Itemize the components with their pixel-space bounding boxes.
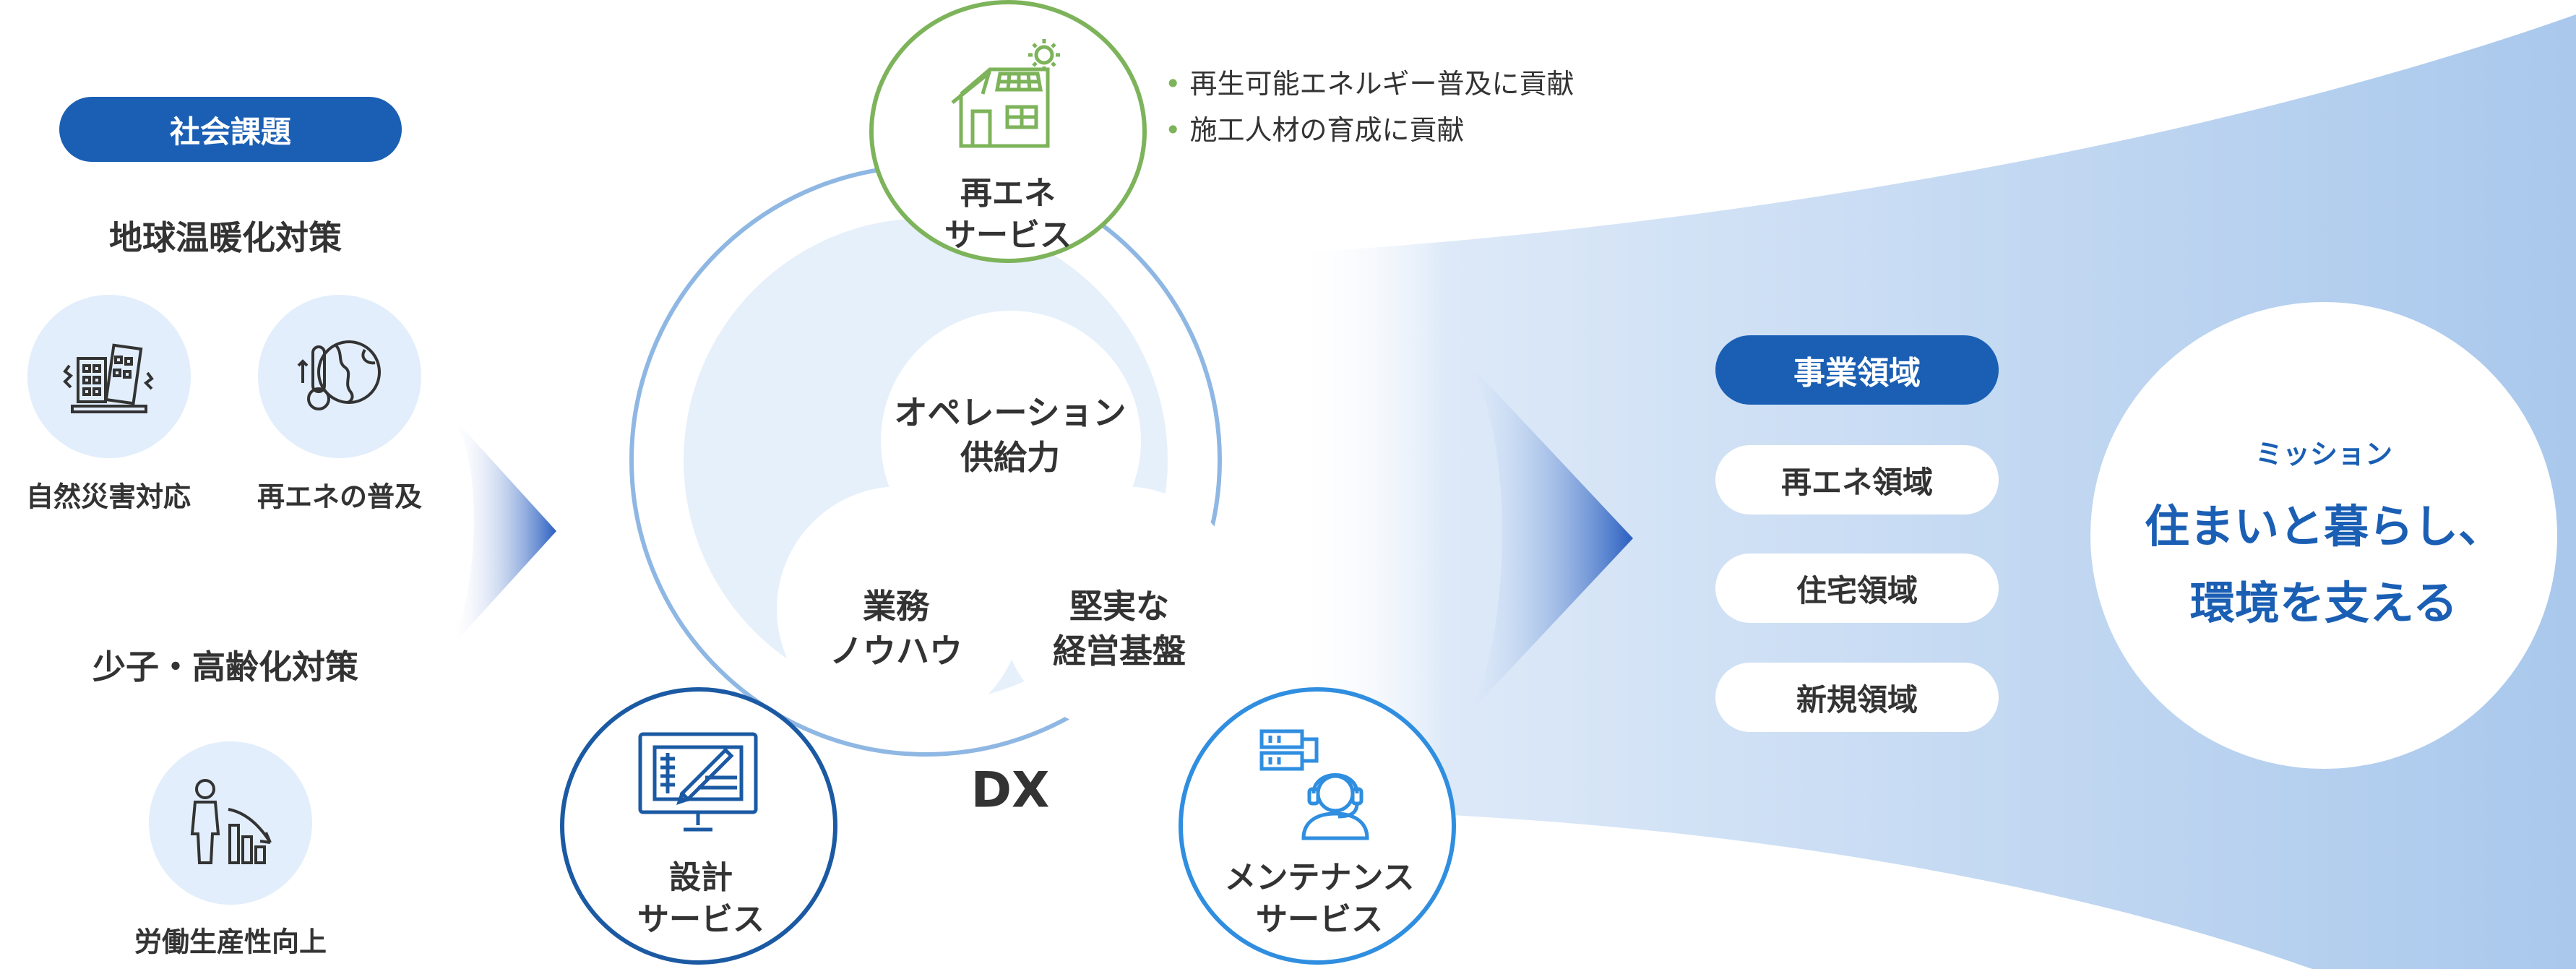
bullet-dot-icon: • [1165, 68, 1181, 100]
bullet-text: 施工人材の育成に貢献 [1189, 114, 1465, 146]
core-management-line1: 堅実な [1069, 587, 1169, 626]
bullet-item: • 施工人材の育成に貢献 [1165, 107, 1575, 153]
design-service-label: 設計 サービス [637, 857, 764, 941]
core-knowhow-line2: ノウハウ [830, 632, 962, 671]
support-headset-icon [1259, 729, 1369, 840]
maintenance-service-label: メンテナンス サービス [1224, 857, 1414, 941]
renewable-service-line1: 再エネ [960, 175, 1056, 212]
core-operation-line2: 供給力 [960, 438, 1060, 477]
core-knowhow-line1: 業務 [863, 587, 929, 626]
arrow-chevron-icon [448, 412, 556, 650]
heading-aging-society: 少子・高齢化対策 [92, 647, 358, 686]
label-renewable-spread: 再エネの普及 [257, 481, 423, 513]
maintenance-service-circle [1179, 687, 1456, 965]
renewable-icon-circle [258, 295, 421, 458]
thermometer-globe-icon [297, 340, 381, 410]
solar-house-icon [951, 39, 1060, 148]
renewable-service-label: 再エネ サービス [944, 173, 1072, 257]
heading-global-warming: 地球温暖化対策 [109, 218, 342, 257]
maintenance-service-line2: サービス [1256, 901, 1383, 938]
dx-label: DX [970, 762, 1050, 819]
core-circle-knowhow [777, 486, 1022, 732]
renewable-service-circle [869, 0, 1147, 263]
design-service-line2: サービス [637, 901, 764, 938]
core-circle-management [1001, 486, 1246, 732]
arrow-chevron-icon [1467, 361, 1633, 715]
renewable-bullets: • 再生可能エネルギー普及に貢献 • 施工人材の育成に貢献 [1165, 61, 1575, 153]
buildings-disaster-icon [63, 343, 154, 413]
renewable-service-line2: サービス [944, 217, 1072, 254]
bullet-item: • 再生可能エネルギー普及に貢献 [1165, 61, 1575, 107]
maintenance-service-line1: メンテナンス [1224, 859, 1415, 896]
core-management-text: 堅実な 経営基盤 [1053, 584, 1186, 673]
labor-icon-circle [149, 741, 312, 905]
mission-circle [2090, 302, 2557, 769]
person-declining-chart-icon [190, 779, 272, 864]
mission-label: ミッション [2254, 438, 2393, 470]
core-management-line2: 経営基盤 [1053, 632, 1186, 671]
bullet-text: 再生可能エネルギー普及に貢献 [1189, 68, 1575, 100]
bullet-dot-icon: • [1165, 114, 1181, 146]
domain-housing: 住宅領域 [1715, 554, 1999, 623]
disaster-icon-circle [27, 295, 191, 458]
design-monitor-icon [638, 732, 758, 832]
social-issues-badge: 社会課題 [59, 97, 402, 162]
design-service-line1: 設計 [669, 859, 733, 896]
mission-line2: 環境を支える [2189, 577, 2458, 629]
label-disaster-response: 自然災害対応 [25, 481, 191, 513]
core-operation-line1: オペレーション [894, 393, 1127, 432]
business-domain-badge: 事業領域 [1715, 335, 1999, 405]
mission-statement: 住まいと暮らし、 環境を支える [2145, 488, 2503, 642]
label-labor-productivity: 労働生産性向上 [134, 926, 327, 958]
core-operation-text: オペレーション 供給力 [894, 390, 1126, 480]
core-knowhow-text: 業務 ノウハウ [830, 584, 962, 673]
mission-line1: 住まいと暮らし、 [2144, 500, 2504, 553]
domain-renewable: 再エネ領域 [1715, 445, 1999, 514]
domain-new: 新規領域 [1715, 663, 1999, 732]
